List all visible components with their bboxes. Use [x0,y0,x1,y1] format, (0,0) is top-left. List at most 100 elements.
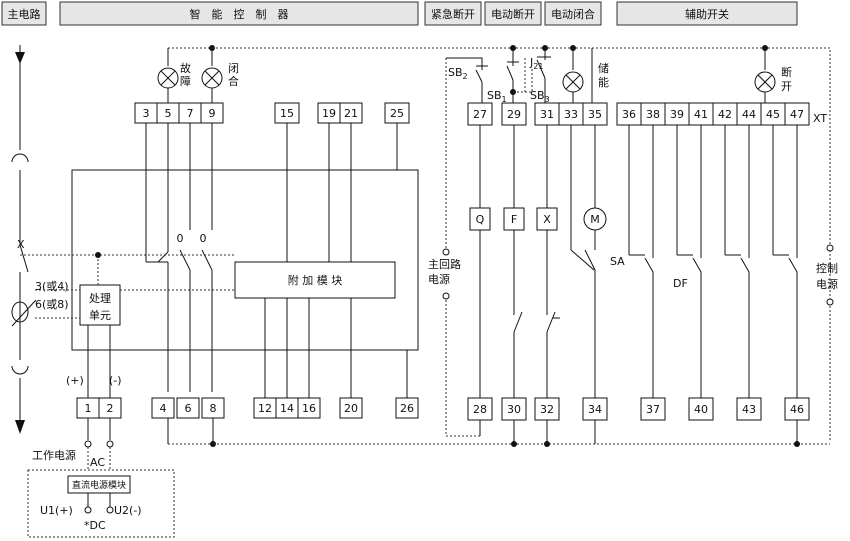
terminal-44: 44 [742,108,756,121]
charge-lamp-label-2: 能 [598,75,609,89]
main-circuit-line [11,45,37,434]
control-bus-top-dotted [212,47,831,440]
terminal-8: 8 [210,402,217,415]
terminal-1: 1 [85,402,92,415]
ctrl-power-label-2: 电源 [816,277,838,291]
coil-q-label: Q [476,213,485,226]
terminal-33: 33 [564,108,578,121]
terminal-27: 27 [473,108,487,121]
terminal-46: 46 [790,403,804,416]
terminal-14: 14 [280,402,294,415]
terminal-12: 12 [258,402,272,415]
header-smart-controller: 智 能 控 制 器 [59,1,419,26]
close-lamp-label-1: 闭 [228,62,239,75]
header-main-circuit: 主电路 [1,1,47,26]
charge-lamp-icon [562,48,593,103]
main-loop-power-label-2: 电源 [428,272,450,286]
terminal-5: 5 [165,107,172,120]
sb1-j21-sb3-switch-icon [506,48,551,103]
u1-label: U1(+) [40,504,73,517]
work-power-wiring [84,418,216,470]
coil-x-label: X [543,213,551,226]
addon-module-box [234,261,396,299]
terminal-21: 21 [344,107,358,120]
terminal-strip-top-controller: 3 5 7 9 15 19 21 25 [134,102,410,124]
terminal-40: 40 [694,403,708,416]
header-electric-close: 电动闭合 [544,1,602,26]
terminal-26: 26 [400,402,414,415]
terminal-42: 42 [718,108,732,121]
terminal-38: 38 [646,108,660,121]
terminal-45: 45 [766,108,780,121]
contact-zero-1: 0 [177,232,184,245]
processing-unit-box [79,284,121,326]
j21-label: J21 [529,56,543,71]
processing-unit-label-1: 处理 [89,292,111,305]
bottom-right-bus [479,420,800,447]
sb2-switch-icon [446,57,488,103]
terminal-31: 31 [540,108,554,121]
terminal-strip-bottom-right: 28 30 32 34 37 40 43 46 [467,397,810,421]
header-emergency-break-label: 紧急断开 [431,7,475,21]
work-power-label: 工作电源 [32,448,76,462]
main-loop-bottom-dotted [445,300,480,437]
terminal-15: 15 [280,107,294,120]
close-lamp-label-2: 合 [228,74,239,88]
header-electric-break: 电动断开 [484,1,542,26]
addon-module-label: 附 加 模 块 [288,273,343,287]
fault-lamp-label-1: 故 [180,61,191,75]
coil-f-label: F [511,213,517,226]
ct-terminal-3-label: 3(或4) [35,280,69,293]
terminal-9: 9 [209,107,216,120]
terminal-29: 29 [507,108,521,121]
dc-module-box [67,475,131,494]
motor-m-label: M [590,213,600,226]
terminal-47: 47 [790,108,804,121]
operation-wiring [469,125,607,398]
ct-terminal-6-label: 6(或8) [35,298,69,311]
close-lamp-icon [201,48,223,103]
terminal-19: 19 [322,107,336,120]
aux-switch-wiring [628,125,798,398]
terminal-37: 37 [646,403,660,416]
terminal-34: 34 [588,403,602,416]
u2-label: U2(-) [114,504,142,517]
terminal-41: 41 [694,108,708,121]
terminal-32: 32 [540,403,554,416]
main-loop-power-label-1: 主回路 [428,258,461,271]
sb1-label: SB1 [487,89,507,104]
controller-body [71,169,419,351]
ac-label: AC [90,456,105,469]
open-lamp-icon [754,48,776,103]
terminal-25: 25 [390,107,404,120]
xt-label: XT [813,112,827,125]
sa-label: SA [610,255,625,268]
header-aux-switch-label: 辅助开关 [685,7,729,21]
terminal-4: 4 [160,402,167,415]
plus-label: (+) [66,374,84,387]
dc-module-label: 直流电源模块 [72,479,126,491]
terminal-3: 3 [143,107,150,120]
open-lamp-label-1: 断 [781,65,792,79]
terminal-20: 20 [344,402,358,415]
terminal-16: 16 [302,402,316,415]
sb3-label: SB3 [530,89,550,104]
dc-label: *DC [84,519,106,532]
header-electric-break-label: 电动断开 [491,7,535,21]
header-smart-controller-label: 智 能 控 制 器 [190,7,289,21]
fault-lamp-label-2: 障 [180,74,191,88]
controller-internal-wiring [87,123,408,398]
terminal-36: 36 [622,108,636,121]
fault-lamp-icon [157,48,179,103]
processing-unit-label-2: 单元 [89,309,111,322]
terminal-6: 6 [185,402,192,415]
contact-zero-2: 0 [200,232,207,245]
df-label: DF [673,277,688,290]
terminal-39: 39 [670,108,684,121]
open-lamp-label-2: 开 [781,80,792,93]
terminal-strip-bottom-controller: 1 2 4 6 8 12 14 16 20 26 [76,397,419,419]
sb2-label: SB2 [448,66,468,81]
header-electric-close-label: 电动闭合 [551,7,595,21]
charge-lamp-label-1: 储 [598,61,609,75]
